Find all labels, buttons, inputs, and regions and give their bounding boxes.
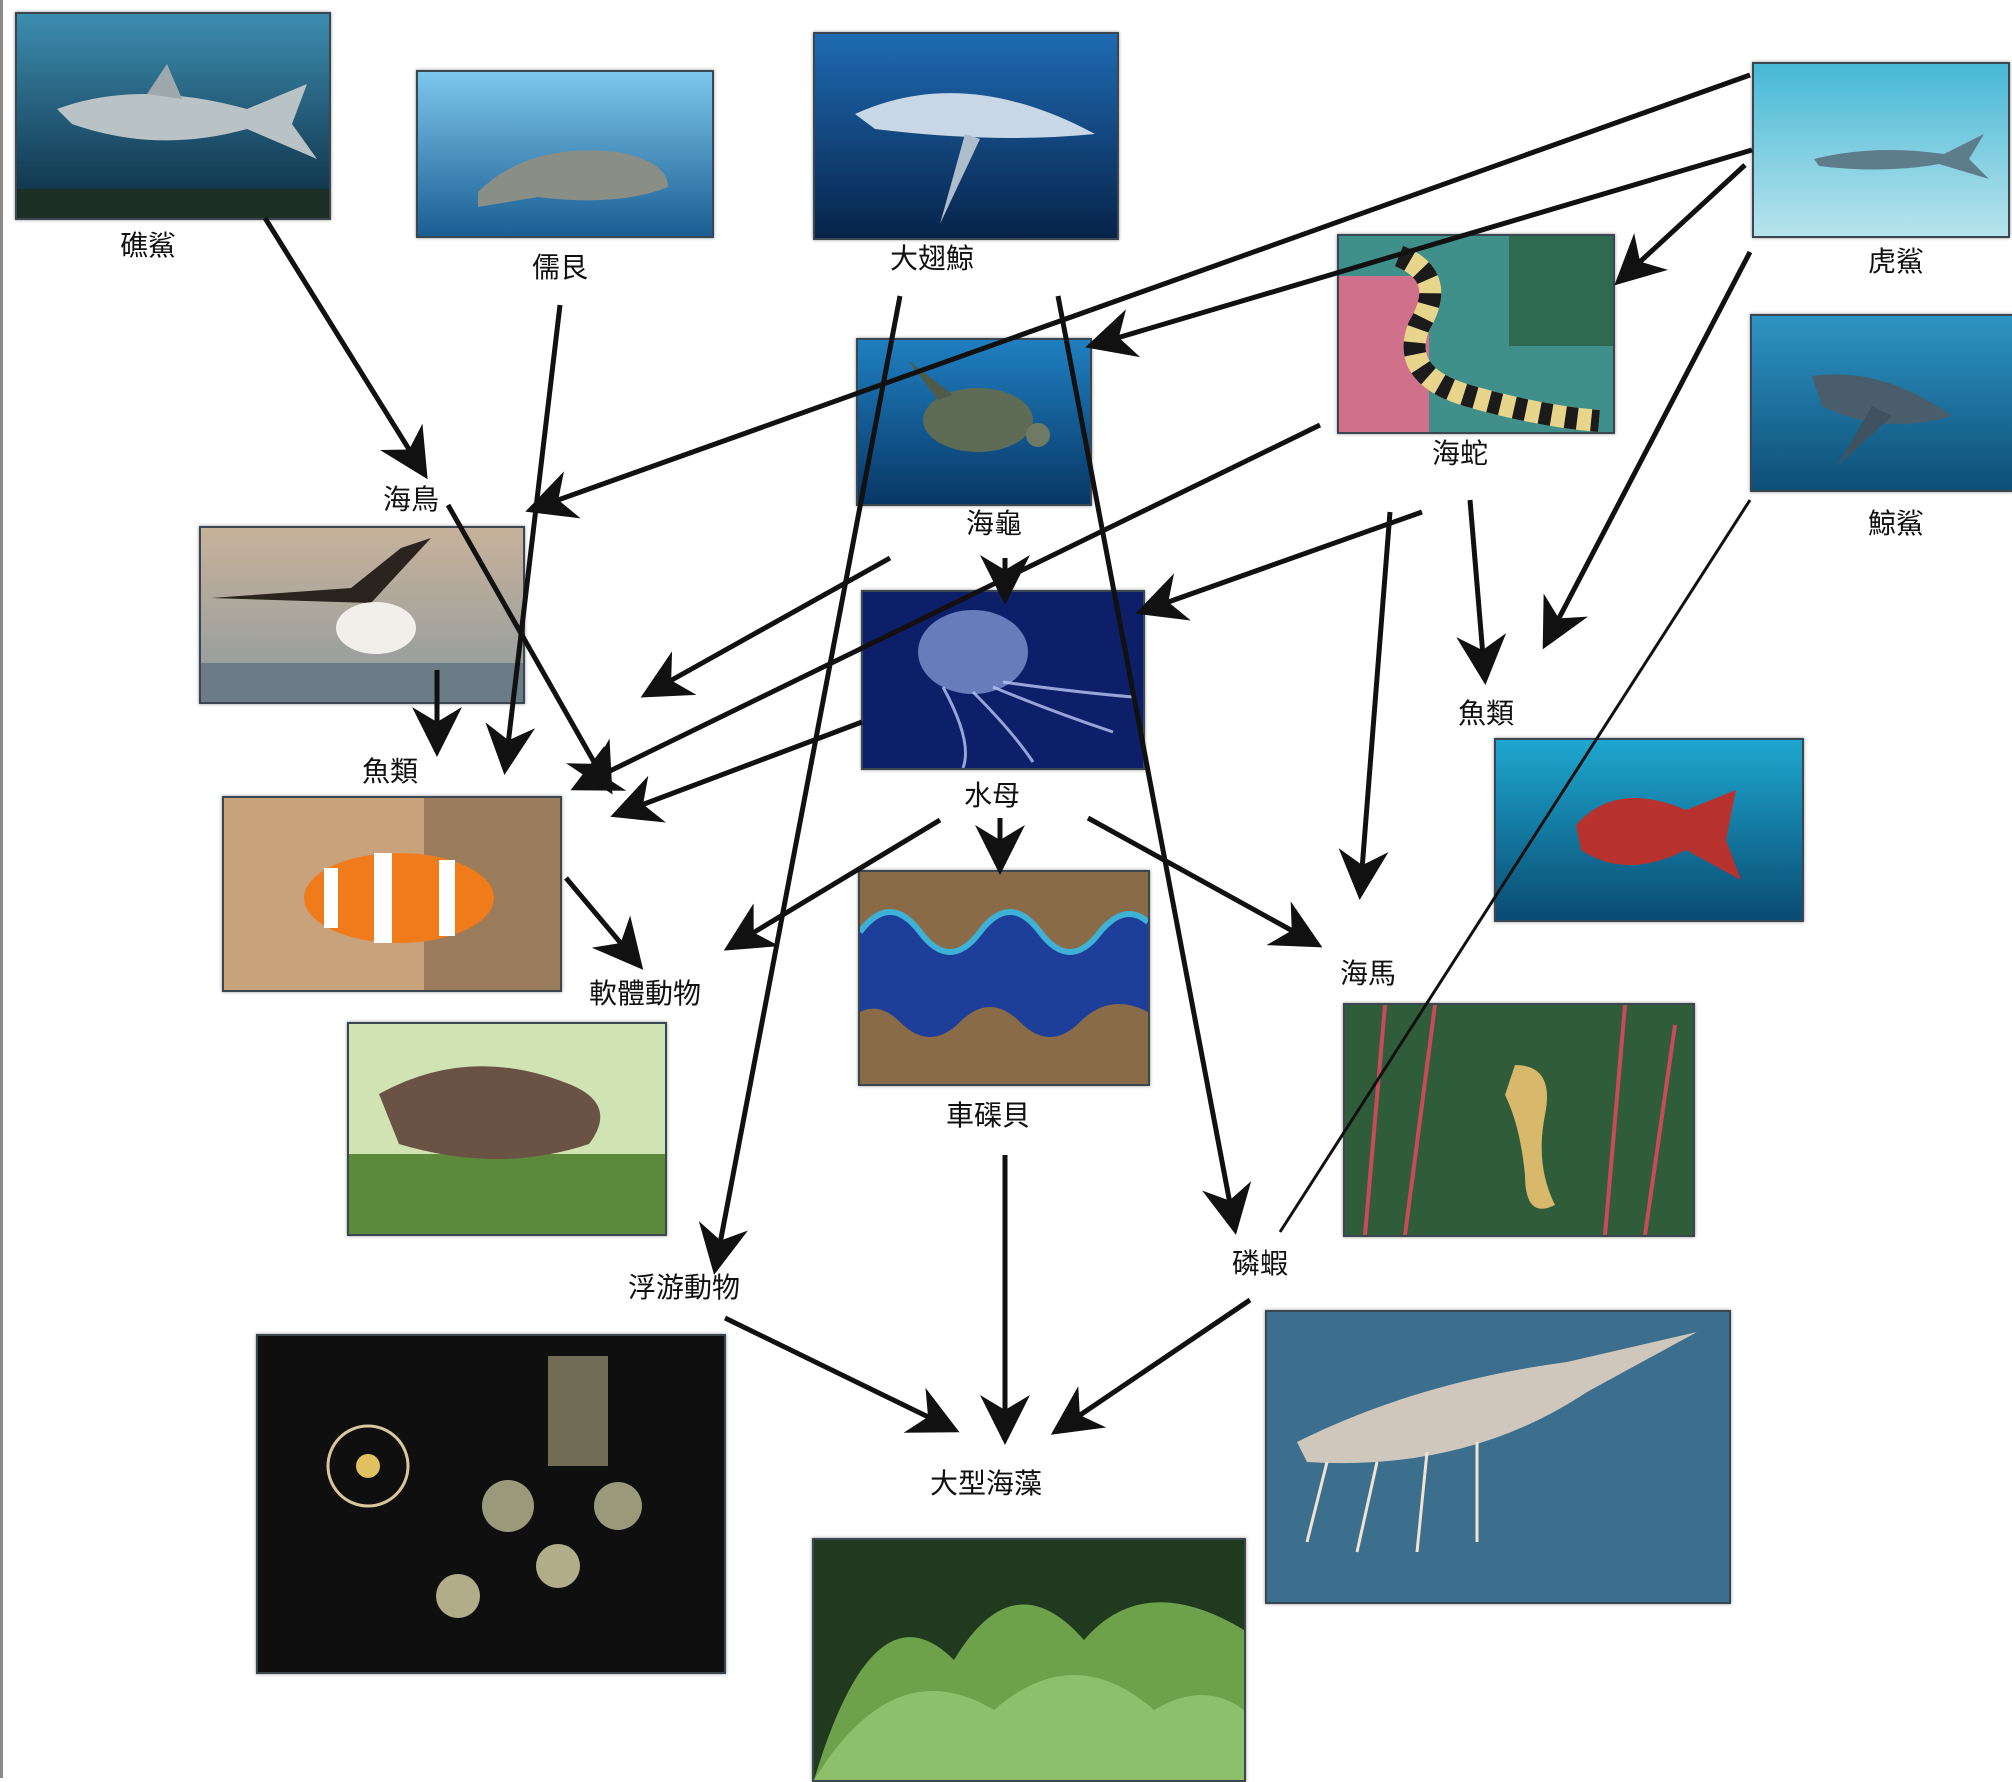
label-giant-clam: 車磲貝: [946, 1102, 1030, 1130]
jellyfish-photo: [861, 590, 1145, 770]
arrow-fish-to-mollusc: [566, 878, 640, 966]
label-seabird: 海鳥: [383, 486, 439, 514]
arrow-zooplankton-to-algae: [725, 1318, 955, 1430]
arrow-reef-shark-to-seabird: [265, 218, 425, 475]
left-edge-line: [0, 0, 3, 1778]
arrow-sea-snake-to-seahorse: [1360, 512, 1390, 895]
label-tiger-shark: 虎鯊: [1868, 248, 1924, 276]
arrow-jellyfish-to-fish-left: [615, 722, 862, 815]
label-macroalgae: 大型海藻: [930, 1470, 1042, 1498]
sea-turtle-photo: [856, 338, 1092, 506]
label-krill: 磷蝦: [1232, 1250, 1288, 1278]
sea-snake-photo: [1337, 234, 1615, 434]
label-seahorse: 海馬: [1340, 960, 1396, 988]
label-reef-shark: 礁鯊: [120, 232, 176, 260]
arrow-sea-snake-to-fish: [1470, 500, 1485, 680]
whale-shark-photo: [1750, 314, 2012, 492]
dugong-photo: [416, 70, 714, 238]
sea-slug-photo: [347, 1022, 667, 1236]
label-fish-left: 魚類: [362, 758, 418, 786]
reef-shark-photo: [15, 12, 331, 220]
arrow-sea-snake-to-jellyfish: [1140, 512, 1422, 612]
arrow-tiger-shark-to-sea-snake: [1618, 165, 1745, 282]
label-jellyfish: 水母: [964, 782, 1020, 810]
label-fish-right: 魚類: [1458, 700, 1514, 728]
macroalgae-photo: [812, 1538, 1246, 1782]
label-whale-shark: 鯨鯊: [1868, 510, 1924, 538]
seabird-photo: [199, 526, 525, 704]
arrow-turtle-to-fish-left: [645, 558, 890, 695]
tiger-shark-photo: [1752, 62, 2010, 238]
label-sea-turtle: 海龜: [966, 510, 1022, 538]
label-zooplankton: 浮游動物: [628, 1274, 740, 1302]
giant-clam-photo: [858, 870, 1150, 1086]
humpback-whale-photo: [813, 32, 1119, 240]
arrow-krill-to-algae: [1055, 1300, 1250, 1432]
seahorse-photo: [1343, 1003, 1695, 1237]
clownfish-photo: [222, 796, 562, 992]
label-sea-snake: 海蛇: [1432, 440, 1488, 468]
red-fish-photo: [1494, 738, 1804, 922]
label-humpback-whale: 大翅鯨: [890, 245, 974, 273]
zooplankton-photo: [256, 1334, 726, 1674]
label-dugong: 儒艮: [532, 254, 588, 282]
krill-photo: [1265, 1310, 1731, 1604]
label-mollusc: 軟體動物: [589, 980, 701, 1008]
